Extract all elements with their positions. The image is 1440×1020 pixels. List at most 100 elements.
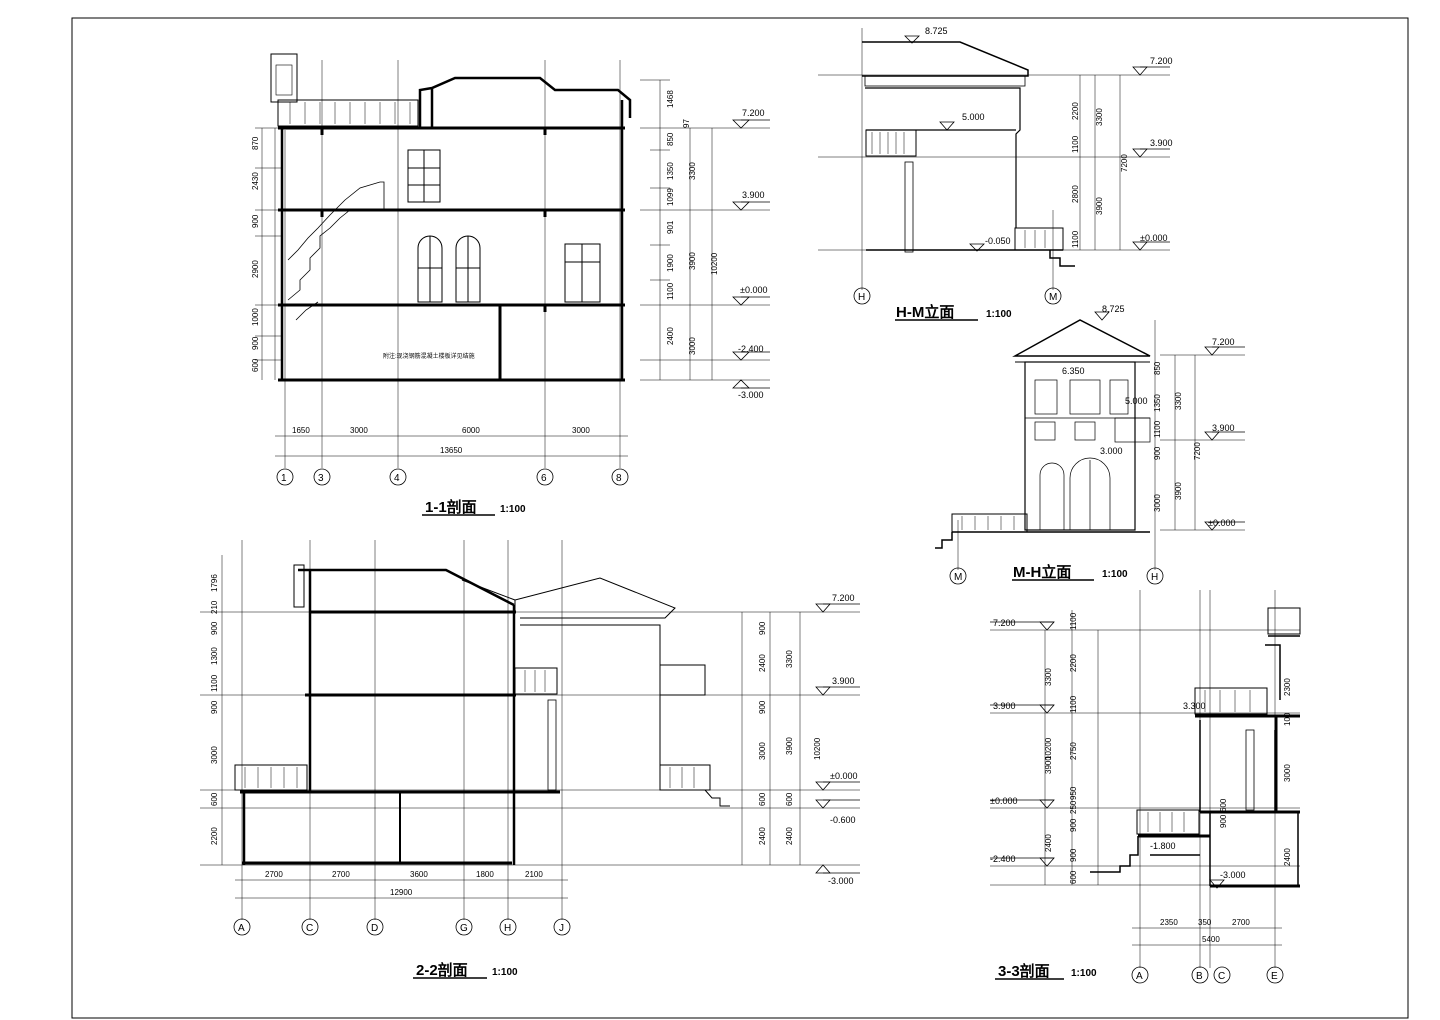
dim-label: 1100 [1069, 612, 1078, 630]
elevation-h-m-level: 8.725 [925, 26, 948, 36]
dim-label: 900 [251, 214, 260, 228]
section-3-3-axis-label: B [1196, 971, 1203, 982]
section-2-2-rail-left [234, 764, 308, 791]
section-2-2-right-dim-labels: 900 2400 900 3000 600 2400 3300 3900 600… [758, 621, 822, 845]
section-3-3-span-dim: 2350 [1160, 918, 1178, 927]
section-2-2-level: 3.900 [832, 676, 855, 686]
dim-label: 1100 [1071, 230, 1080, 248]
section-3-3-level: 3.900 [993, 701, 1016, 711]
section-3-3-axis-bubbles [1131, 966, 1284, 984]
dim-label: 3000 [210, 746, 219, 764]
dim-label: 1900 [666, 254, 675, 272]
section-2-2-axis-label: H [504, 923, 511, 934]
dim-label: 3900 [1174, 482, 1183, 500]
section-2-2-title: 2-2剖面 [416, 961, 468, 979]
dim-label: 2400 [758, 827, 767, 845]
section-1-1-roof [418, 76, 632, 128]
dim-label: 1100 [1153, 420, 1162, 438]
section-2-2-dims [221, 555, 801, 899]
section-2-2-rail-low [659, 764, 711, 791]
section-3-3-total-dim: 5400 [1202, 935, 1220, 944]
elevation-h-m-scale: 1:100 [986, 309, 1012, 320]
dim-label: 900 [1069, 818, 1078, 832]
elevation-m-h-title: M-H立面 [1013, 563, 1071, 581]
dim-label: 3300 [688, 162, 697, 180]
elevation-h-m-level: 7.200 [1150, 56, 1173, 66]
dim-label: 900 [758, 621, 767, 635]
section-3-3-level: -3.000 [1220, 870, 1246, 880]
dim-label: 600 [251, 358, 260, 372]
section-1-1-bottom-dims [275, 435, 628, 457]
elevation-h-m-balcony [865, 129, 917, 157]
section-3-3-left-dim-labels: 1100 2200 1100 2750 950 250 900 900 600 … [1044, 612, 1078, 884]
elevation-h-m [818, 28, 1170, 321]
section-3-3-axis-label: A [1136, 971, 1143, 982]
dim-label: 1100 [210, 674, 219, 692]
section-1-1-axis-bubbles [276, 468, 629, 486]
section-2-2-axis-label: G [460, 923, 468, 934]
dim-label: 10200 [1044, 737, 1053, 760]
dim-label: 1100 [1069, 695, 1078, 713]
section-2-2-left-dim-labels: 1796 210 900 1300 1100 900 3000 600 2200 [210, 574, 219, 845]
section-2-2-roof [298, 568, 515, 607]
elevation-h-m-level: -0.050 [985, 236, 1011, 246]
dim-label: 3300 [785, 650, 794, 668]
section-1-1-axis-label: 4 [394, 473, 400, 484]
section-1-1-level: -2.400 [738, 344, 764, 354]
dim-label: 900 [1069, 848, 1078, 862]
section-1-1-chimney [270, 53, 298, 103]
dim-label: 3900 [688, 252, 697, 270]
section-1-1-axis-label: 1 [281, 473, 287, 484]
dim-label: 1468 [666, 90, 675, 108]
section-2-2-axis-label: A [238, 923, 245, 934]
elevation-h-m-level: 3.900 [1150, 138, 1173, 148]
section-3-3-level: -2.400 [990, 854, 1016, 864]
elevation-m-h-level-marks [1094, 311, 1245, 531]
section-2-2-level: -0.600 [830, 815, 856, 825]
section-1-1-stair [287, 181, 385, 321]
dim-label: 1099 [666, 188, 675, 206]
section-1-1-level: 3.900 [742, 190, 765, 200]
section-2-2-level: 7.200 [832, 593, 855, 603]
section-2-2-axis-label: C [306, 923, 313, 934]
elevation-m-h-roof [1012, 319, 1151, 357]
section-2-2-rail-right [659, 664, 706, 696]
section-1-1-level: 7.200 [742, 108, 765, 118]
dim-label: 3300 [1095, 108, 1104, 126]
dim-label: 2400 [1044, 834, 1053, 852]
section-3-3-scale: 1:100 [1071, 968, 1097, 979]
dim-label: 850 [666, 132, 675, 146]
section-2-2-axis-label: D [371, 923, 378, 934]
section-3-3-low-rail [1136, 809, 1200, 835]
section-1-1-axis-label: 3 [318, 473, 324, 484]
dim-label: 1350 [666, 162, 675, 180]
elevation-h-m-level-marks [904, 35, 1170, 252]
section-1-1-left-dims [255, 127, 282, 380]
section-1-1-level-marks [732, 119, 770, 389]
dim-label: 2400 [758, 654, 767, 672]
section-1-1-span-dim: 6000 [462, 426, 480, 435]
section-2-2-span-dim: 2100 [525, 870, 543, 879]
section-3-3-bottom-dims [1132, 927, 1282, 946]
section-3-3-span-dim: 2700 [1232, 918, 1250, 927]
elevation-h-m-title: H-M立面 [896, 303, 954, 321]
section-3-3 [990, 590, 1301, 984]
dim-label: 210 [210, 600, 219, 614]
elevation-m-h-level: 3.900 [1212, 423, 1235, 433]
section-1-1-span-dim: 3000 [572, 426, 590, 435]
dim-label: 850 [1153, 361, 1162, 375]
section-2-2-span-dim: 2700 [265, 870, 283, 879]
dim-label: 2400 [666, 327, 675, 345]
section-2-2-level-marks [815, 603, 860, 874]
section-3-3-level-marks [990, 621, 1225, 889]
elevation-h-m-axis-label: H [858, 292, 865, 303]
elevation-m-h-scale: 1:100 [1102, 569, 1128, 580]
section-1-1-level: ±0.000 [740, 285, 767, 295]
section-2-2-rail-upper [514, 667, 558, 695]
dim-label: 2200 [1071, 102, 1080, 120]
elevation-h-m-axis-label: M [1049, 292, 1057, 303]
dim-label: 10200 [813, 737, 822, 760]
elevation-h-m-low-rail [1014, 227, 1064, 251]
section-1-1-slabs [278, 126, 625, 382]
section-2-2-level: ±0.000 [830, 771, 857, 781]
